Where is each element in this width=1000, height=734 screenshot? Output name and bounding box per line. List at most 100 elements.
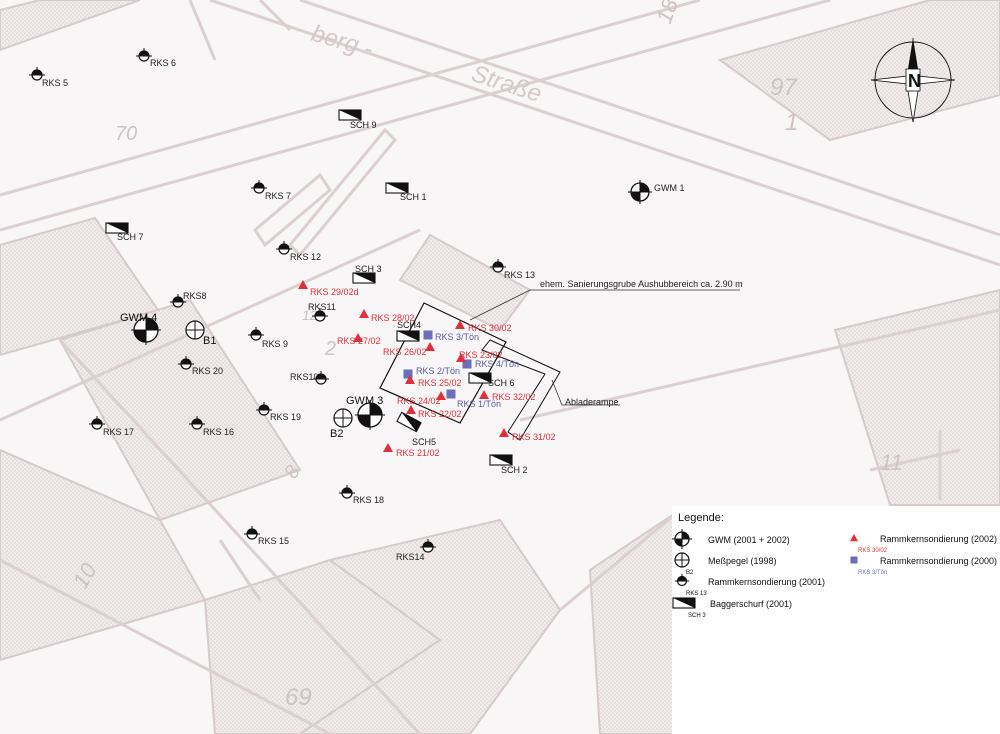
gwm-marker[interactable]: GWM 3	[346, 395, 385, 430]
parcel-number: 97	[770, 74, 798, 101]
rks-2001-marker[interactable]: RKS11	[308, 302, 336, 322]
ton-2000-marker[interactable]: RKS 2/Tön	[403, 366, 461, 379]
sch-marker[interactable]: SCH 6	[468, 372, 515, 388]
rks-2002-marker[interactable]: RKS 21/02	[383, 443, 440, 458]
legend-item: Rammkernsondierung (2002)RKS 30/02	[850, 534, 997, 554]
parcel-number: 11	[880, 450, 903, 475]
north-arrow: N	[870, 38, 956, 123]
messpegel-label: B2	[330, 428, 343, 440]
sch-marker[interactable]: SCH 9	[338, 109, 377, 130]
rks-2001-marker[interactable]: RKS 7	[251, 180, 291, 201]
rks-2001-marker[interactable]: RKS 17	[89, 416, 134, 437]
rks-2001-label: RKS10	[290, 372, 319, 382]
legend-items: GWM (2001 + 2002) Meßpegel (1998) B2 Rammke…	[672, 529, 997, 619]
sch-label: SCH 7	[117, 232, 144, 242]
parcel-number: 2	[324, 338, 336, 360]
rks-2001-label: RKS 20	[192, 366, 223, 376]
messpegel-marker[interactable]: B2	[330, 408, 353, 440]
rks-2001-label: RKS 5	[42, 78, 68, 88]
sch-marker[interactable]: SCH 3	[352, 264, 382, 284]
gwm-label: GWM 1	[654, 183, 685, 193]
rks-2002-label: RKS 25/02	[418, 378, 462, 388]
ton-2000-label: RKS 4/Tön	[475, 359, 519, 369]
rks-2001-marker[interactable]: RKS 5	[29, 67, 68, 88]
rks-2002-marker[interactable]: RKS 30/02	[455, 320, 512, 333]
legend-item: GWM (2001 + 2002)	[672, 529, 790, 549]
sch-marker[interactable]: SCH4	[396, 320, 421, 342]
rks-2002-label: RKS 29/02d	[310, 287, 359, 297]
legend-item-label: Meßpegel (1998)	[708, 556, 777, 566]
ton-2000-marker[interactable]: RKS 4/Tön	[462, 359, 520, 369]
rks-2002-label: RKS 23/02	[459, 350, 503, 360]
rks-2001-marker[interactable]: RKS 16	[189, 416, 234, 437]
annotation-leaders	[469, 289, 740, 406]
rks-2002-marker[interactable]: RKS 32/02	[479, 390, 536, 402]
legend-item-label: Rammkernsondierung (2002)	[880, 534, 997, 544]
rks-2001-label: RKS 19	[270, 412, 301, 422]
rks-2001-marker[interactable]: RKS 9	[248, 327, 288, 349]
parcel-number: 69	[285, 684, 312, 711]
rks-2002-label: RKS 21/02	[396, 448, 440, 458]
sch-marker[interactable]: SCH 2	[489, 454, 528, 475]
rks-2001-label: RKS11	[308, 302, 336, 312]
sch-marker[interactable]: SCH5	[396, 411, 436, 447]
gwm-marker[interactable]: GWM 4	[120, 312, 161, 345]
legend-item-sublabel: RKS 3/Tön	[858, 570, 887, 576]
rks-2001-marker[interactable]: RKS 20	[178, 356, 223, 376]
rks-2001-label: RKS 17	[103, 427, 134, 437]
legend: Legende: GWM (2001 + 2002)Meßpegel (1998…	[672, 506, 1000, 734]
gwm-layer: GWM 1 GWM 4 GWM 3	[120, 180, 685, 430]
legend-item-label: GWM (2001 + 2002)	[708, 535, 790, 545]
rks-2001-marker[interactable]: RKS 6	[136, 48, 176, 68]
rks-2001-label: RKS14	[396, 552, 425, 562]
rks-2002-marker[interactable]: RKS 24/02	[397, 391, 446, 406]
parcel-number: 70	[115, 123, 137, 145]
rks-2001-label: RKS 6	[150, 58, 176, 68]
rks-2001-marker[interactable]: RKS 15	[244, 526, 289, 546]
rks-2002-marker[interactable]: RKS 31/02	[499, 428, 556, 442]
rks-2002-label: RKS 22/02	[418, 409, 462, 419]
rks-2002-marker[interactable]: RKS 22/02	[406, 405, 462, 419]
rks-2002-marker[interactable]: RKS 29/02d	[298, 280, 359, 297]
legend-item: Baggerschurf (2001)SCH 3	[672, 597, 792, 619]
rks-2001-label: RKS8	[183, 291, 207, 301]
rks-2001-marker[interactable]: RKS 19	[256, 402, 301, 422]
rks-2001-marker[interactable]: RKS 18	[339, 485, 384, 505]
rks-2002-label: RKS 31/02	[512, 432, 556, 442]
sch-label: SCH 6	[488, 378, 515, 388]
legend-item: Rammkernsondierung (2000)RKS 3/Tön	[850, 556, 997, 576]
rks-2002-marker[interactable]: RKS 28/02	[359, 309, 415, 323]
sch-marker[interactable]: SCH 1	[385, 182, 427, 202]
parcel-number: 1	[785, 109, 798, 136]
rks-2002-marker[interactable]: RKS 25/02	[405, 375, 462, 388]
loading-ramp	[481, 339, 561, 441]
legend-item-sublabel: SCH 3	[688, 613, 706, 619]
rks-2002-marker[interactable]: RKS 27/02	[337, 333, 381, 346]
rks-2001-marker[interactable]: RKS10	[290, 371, 329, 385]
rks-2001-marker[interactable]: RKS 13	[490, 259, 535, 280]
gwm-marker[interactable]: GWM 1	[628, 180, 685, 204]
rks-2002-label: RKS 32/02	[492, 392, 536, 402]
ton-2000-marker[interactable]: RKS 3/Tön	[423, 330, 480, 343]
ton-2000-label: RKS 3/Tön	[435, 332, 479, 342]
legend-item-sublabel: B2	[686, 570, 694, 576]
rks-2001-marker[interactable]: RKS14	[396, 539, 436, 562]
ton-2000-marker[interactable]: RKS 1/Tön	[446, 389, 502, 410]
sch-marker[interactable]: SCH 7	[105, 222, 144, 242]
ton-2000-label: RKS 2/Tön	[416, 366, 460, 376]
parcel-number: 12	[302, 307, 318, 323]
annotation-sanierungsgrube: ehem. Sanierungsgrube Aushubbereich ca. …	[540, 279, 743, 289]
rks-2001-marker[interactable]: RKS8	[170, 291, 207, 308]
messpegel-marker[interactable]: B1	[185, 320, 216, 347]
gwm-label: GWM 4	[120, 312, 157, 324]
rks-2001-label: RKS 12	[290, 252, 321, 262]
sch-label: SCH4	[397, 320, 421, 330]
rks-2001-marker[interactable]: RKS 12	[276, 241, 321, 262]
rks-2002-marker[interactable]: RKS 23/02	[456, 350, 503, 362]
rks-2002-marker[interactable]: RKS 26/02	[383, 342, 435, 357]
gwm-label: GWM 3	[346, 395, 383, 407]
